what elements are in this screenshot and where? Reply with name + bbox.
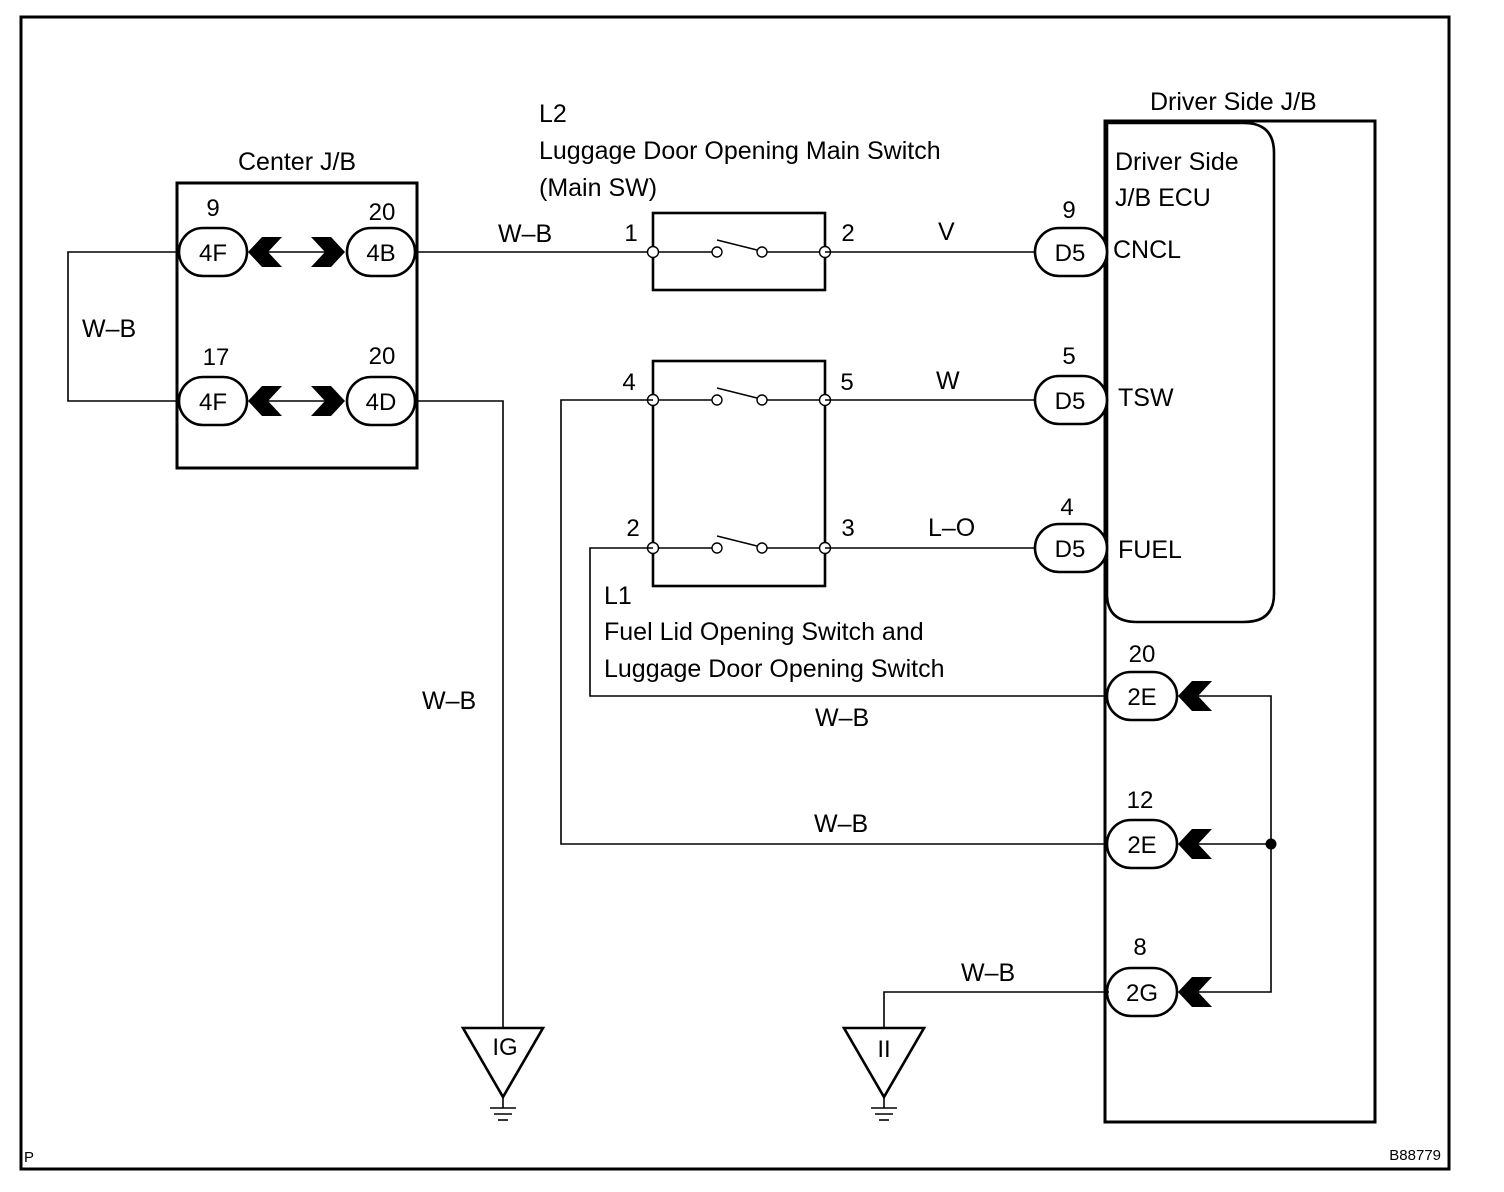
fuel-switch-upper-contact: [756, 394, 768, 406]
driver-jb-ecu-line2: J/B ECU: [1115, 184, 1211, 212]
figure-id: B88779: [1389, 1147, 1441, 1164]
fuel-switch-box: [651, 359, 827, 588]
connector-2e-12-pin: 12: [1127, 787, 1154, 814]
center-jb-box: [175, 181, 419, 470]
driver-jb-box: [1103, 119, 1377, 1124]
wire-label-fuel: L–O: [928, 514, 975, 542]
wire-label-pin2-to-2e: W–B: [815, 704, 869, 732]
main-switch-contact: [711, 246, 723, 258]
driver-jb-ecu-outline: [1105, 121, 1276, 624]
ecu-signal-cncl: CNCL: [1113, 236, 1181, 264]
wire-label-jumper: W–B: [82, 315, 136, 343]
connector-4f-9-code: 4F: [199, 240, 227, 267]
wire-ground-ig: [415, 400, 504, 1028]
wire-label-ground-ig: W–B: [422, 687, 476, 715]
fuel-switch-upper-contact: [711, 394, 723, 406]
connector-2g-8-code: 2G: [1126, 980, 1158, 1007]
footer-left-code: P: [24, 1149, 34, 1166]
fuel-switch-lower-contact: [756, 542, 768, 554]
connector-4d-20-pin: 20: [369, 343, 396, 370]
wire-label-main-in: W–B: [498, 220, 552, 248]
connector-2e-20-pin: 20: [1129, 641, 1156, 668]
main-switch-abbr: (Main SW): [539, 174, 657, 202]
arrow-left-icon: [1178, 977, 1212, 1007]
connector-2e-20: [1105, 670, 1179, 722]
ecu-signal-tsw: TSW: [1118, 384, 1174, 412]
wire-label-ground-ii: W–B: [961, 959, 1015, 987]
wire-pin4-to-2e: [560, 399, 1109, 845]
arrow-left-icon: [1178, 829, 1212, 859]
connector-d5-9-pin: 9: [1062, 197, 1075, 224]
connector-d5-4: [1033, 522, 1109, 574]
main-switch-id: L2: [539, 100, 567, 128]
connector-4b-20-pin: 20: [369, 199, 396, 226]
main-switch-pin-1: 1: [624, 220, 637, 247]
ecu-signal-fuel: FUEL: [1118, 536, 1182, 564]
connector-d5-5-pin: 5: [1062, 343, 1075, 370]
wire-ground-ii: [883, 991, 1109, 1028]
wire-label-tsw: W: [936, 367, 960, 395]
fuel-switch-pin-4: 4: [622, 369, 635, 396]
main-switch-name: Luggage Door Opening Main Switch: [539, 137, 941, 165]
fuel-switch-pin-3: 3: [841, 515, 854, 542]
connector-d5-9-code: D5: [1055, 240, 1086, 267]
wire-pin2-to-2e: [589, 547, 1109, 697]
ground-ig: IG: [460, 1026, 546, 1121]
connector-4f-17-code: 4F: [199, 389, 227, 416]
ground-ig-triangle: [460, 1026, 546, 1100]
connector-4b-20-code: 4B: [366, 240, 395, 267]
fuel-switch-pin-5: 5: [840, 369, 853, 396]
connector-d5-5-code: D5: [1055, 388, 1086, 415]
jumper-wire: [67, 251, 179, 402]
ground-ii-label: II: [877, 1036, 890, 1063]
ground-ig-label: IG: [492, 1034, 517, 1061]
fuel-switch-name-line1: Fuel Lid Opening Switch and: [604, 618, 924, 646]
connector-d5-5: [1033, 374, 1109, 426]
arrow-right-icon: [311, 386, 345, 416]
diagram-frame: [19, 15, 1451, 1171]
fuel-switch-name-line2: Luggage Door Opening Switch: [604, 655, 945, 683]
main-switch-terminal-1: [646, 245, 660, 259]
connector-2e-12-code: 2E: [1127, 832, 1156, 859]
connector-d5-4-pin: 4: [1060, 494, 1073, 521]
fuel-switch-pin-2: 2: [626, 515, 639, 542]
connector-2e-12: [1105, 818, 1179, 870]
splice-point: [1265, 838, 1277, 850]
fuel-switch: 4 5 2 3 L1 Fuel Lid Opening Switch and L…: [604, 359, 945, 683]
arrow-left-icon: [248, 237, 282, 267]
driver-jb-ecu-line1: Driver Side: [1115, 148, 1239, 176]
center-jb: Center J/B W–B 4F 9 4B 20 4F 17 4D 20: [67, 148, 419, 470]
wire-label-cncl: V: [938, 218, 955, 246]
main-switch: L2 Luggage Door Opening Main Switch (Mai…: [415, 100, 941, 292]
fuel-switch-id: L1: [604, 582, 632, 610]
connector-4f-17: [177, 375, 249, 427]
ground-ii: II: [841, 1026, 927, 1121]
driver-jb: Driver Side J/B Driver Side J/B ECU D5 9…: [1033, 88, 1377, 1124]
connector-4f-17-pin: 17: [203, 344, 230, 371]
main-switch-pin-2: 2: [841, 220, 854, 247]
wire-label-pin4-to-2e: W–B: [814, 810, 868, 838]
connector-4d-20-code: 4D: [366, 389, 397, 416]
connector-d5-9: [1033, 226, 1109, 278]
fuel-switch-upper-blade: [716, 387, 758, 399]
fuel-switch-lower-blade: [716, 535, 758, 547]
connector-4f-9: [177, 226, 249, 278]
connector-d5-4-code: D5: [1055, 536, 1086, 563]
driver-jb-title: Driver Side J/B: [1150, 88, 1317, 116]
fuel-switch-lower-contact: [711, 542, 723, 554]
connector-4f-9-pin: 9: [206, 195, 219, 222]
ground-ii-triangle: [841, 1026, 927, 1100]
arrow-left-icon: [1178, 681, 1212, 711]
arrow-right-icon: [311, 237, 345, 267]
arrow-left-icon: [248, 386, 282, 416]
connector-2g-8-pin: 8: [1133, 934, 1146, 961]
main-switch-blade: [716, 239, 758, 251]
connector-2e-20-code: 2E: [1127, 684, 1156, 711]
center-jb-title: Center J/B: [238, 148, 356, 176]
main-switch-contact: [756, 246, 768, 258]
